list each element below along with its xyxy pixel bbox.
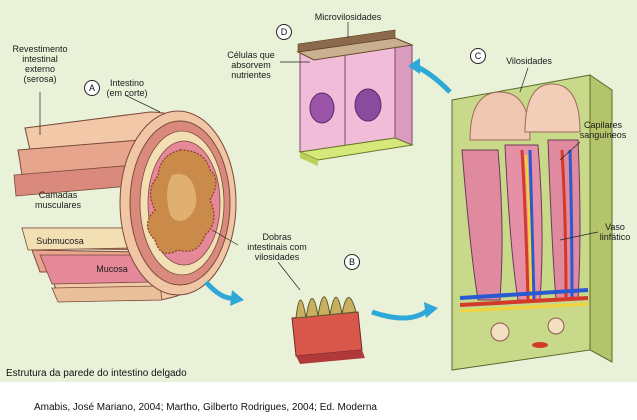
villi-sample <box>291 296 365 364</box>
enterocyte-cells <box>296 29 414 166</box>
label-vilosidades: Vilosidades <box>506 56 552 66</box>
label-revestimento: Revestimento intestinal externo (serosa) <box>12 44 68 84</box>
leader-lines <box>39 22 599 291</box>
label-microvilosidades: Microvilosidades <box>314 12 382 22</box>
label-celulas: Células que absorvem nutrientes <box>227 50 275 80</box>
label-intestino: Intestino (em corte) <box>106 78 148 98</box>
label-submucosa: Submucosa <box>36 236 84 246</box>
badge-b: B <box>344 254 360 270</box>
badge-a: A <box>84 80 100 96</box>
figure-caption: Estrutura da parede do intestino delgado <box>6 368 187 379</box>
label-camadas: Camadas musculares <box>34 190 81 210</box>
villi-block <box>451 74 613 371</box>
intestine-tube <box>13 110 237 303</box>
label-vaso: Vaso linfático <box>599 222 631 242</box>
intestine-illustration <box>13 22 613 371</box>
badge-d: D <box>276 24 292 40</box>
connector-arrows <box>204 58 452 321</box>
label-dobras: Dobras intestinais com vilosidades <box>247 232 307 262</box>
source-credit: Amabis, José Mariano, 2004; Martho, Gilb… <box>34 402 377 413</box>
badge-c: C <box>470 48 486 64</box>
label-mucosa: Mucosa <box>96 264 128 274</box>
label-capilares: Capilares sanguíneos <box>579 120 627 140</box>
